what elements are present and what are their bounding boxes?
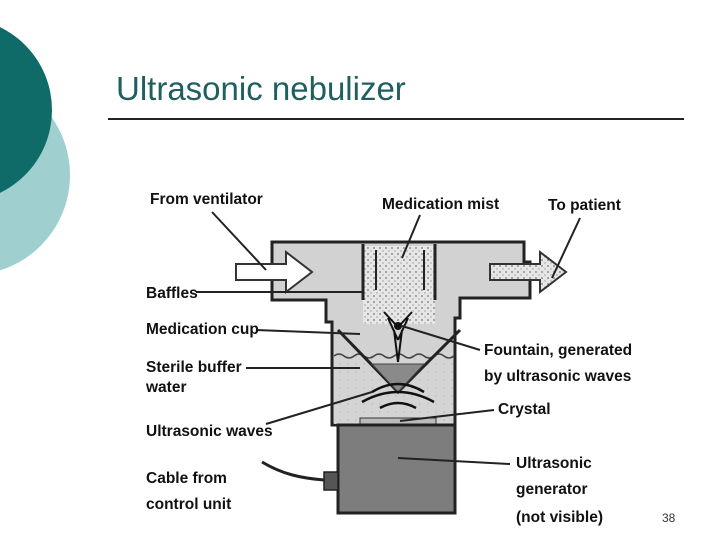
medication-liquid [370,363,426,393]
wave-3 [379,401,417,410]
label-sterile-buffer-2: water [145,379,187,396]
leader-crystal [399,409,495,422]
leader-ultrasonic-waves [265,391,373,425]
label-ultrasonic-waves: Ultrasonic waves [146,423,273,440]
label-generator-3: (not visible) [516,509,603,526]
label-sterile-buffer-1: Sterile buffer [146,359,242,376]
label-fountain-1: Fountain, generated [484,342,632,359]
slide-title: Ultrasonic nebulizer [116,70,406,107]
corner-decoration [0,27,70,271]
label-cable-2: control unit [146,496,231,513]
label-cable-1: Cable from [146,470,227,487]
generator-box [336,423,457,515]
label-generator-2: generator [516,481,588,498]
leader-from-ventilator [211,211,267,271]
inflow-arrow [235,249,314,295]
leader-medication-cup [255,329,361,335]
label-medication-mist: Medication mist [382,196,499,213]
cable [261,460,325,482]
leader-fountain [401,325,481,351]
label-medication-cup: Medication cup [146,321,259,338]
wave-2 [361,390,435,404]
fountain-top [394,322,402,330]
title-divider [108,118,684,120]
leader-generator [397,457,511,465]
fountain [383,311,413,363]
dark-teal-circle [0,27,52,193]
label-from-ventilator: From ventilator [150,191,263,208]
leader-lines [196,211,581,465]
label-baffles: Baffles [146,285,198,302]
label-generator-1: Ultrasonic [516,455,592,472]
nebulizer-body [261,240,532,515]
page-number: 38 [662,511,676,525]
label-to-patient: To patient [548,197,621,214]
label-fountain-2: by ultrasonic waves [484,368,631,385]
outflow-arrow [489,249,568,295]
leader-medication-mist [401,214,421,259]
wave-1 [371,382,425,394]
label-crystal: Crystal [498,401,551,418]
leader-to-patient [551,217,581,279]
cable-plug [323,471,339,491]
